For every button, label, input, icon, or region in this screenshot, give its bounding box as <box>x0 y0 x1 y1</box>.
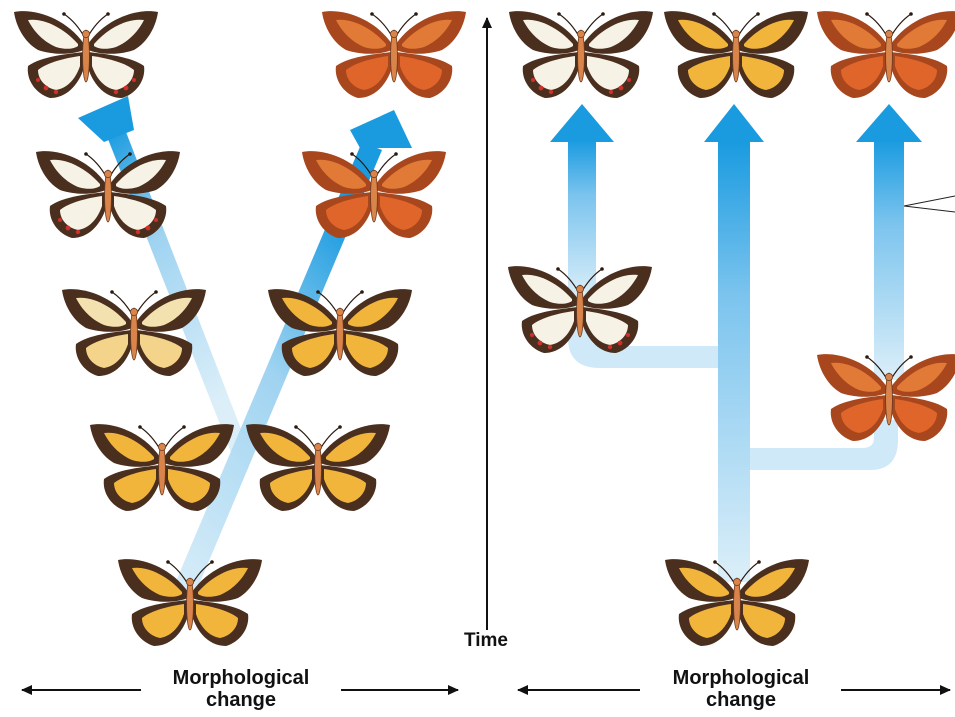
right-arrow-head-left <box>550 104 614 142</box>
right-arrow-head-right <box>856 104 922 142</box>
right-right-shaft <box>874 140 904 380</box>
left-arrow-head-right-lineage <box>350 110 412 148</box>
right-callout-line <box>904 196 955 206</box>
right-axis-line1: Morphological <box>673 667 810 689</box>
butterfly-left-row4-left <box>90 424 234 511</box>
butterfly-left-top-orange <box>322 11 466 98</box>
left-morphological-change-label: Morphological change <box>141 667 341 712</box>
left-axis-line1: Morphological <box>173 667 310 689</box>
right-left-shaft <box>568 140 596 300</box>
right-morphological-change-label: Morphological change <box>641 667 841 712</box>
butterfly-left-row4-right <box>246 424 390 511</box>
butterflies <box>14 11 955 646</box>
butterfly-left-top-white <box>14 11 158 98</box>
butterfly-right-top-orange <box>817 11 955 98</box>
time-axis-label: Time <box>458 630 514 651</box>
left-axis-line2: change <box>206 689 276 711</box>
butterfly-right-top-yellow <box>664 11 808 98</box>
right-callout-line-2 <box>904 206 955 212</box>
right-arrow-head-middle <box>704 104 764 142</box>
butterfly-right-top-white <box>509 11 653 98</box>
right-axis-line2: change <box>706 689 776 711</box>
right-trunk <box>718 142 750 582</box>
butterfly-left-row2-white <box>36 151 180 238</box>
